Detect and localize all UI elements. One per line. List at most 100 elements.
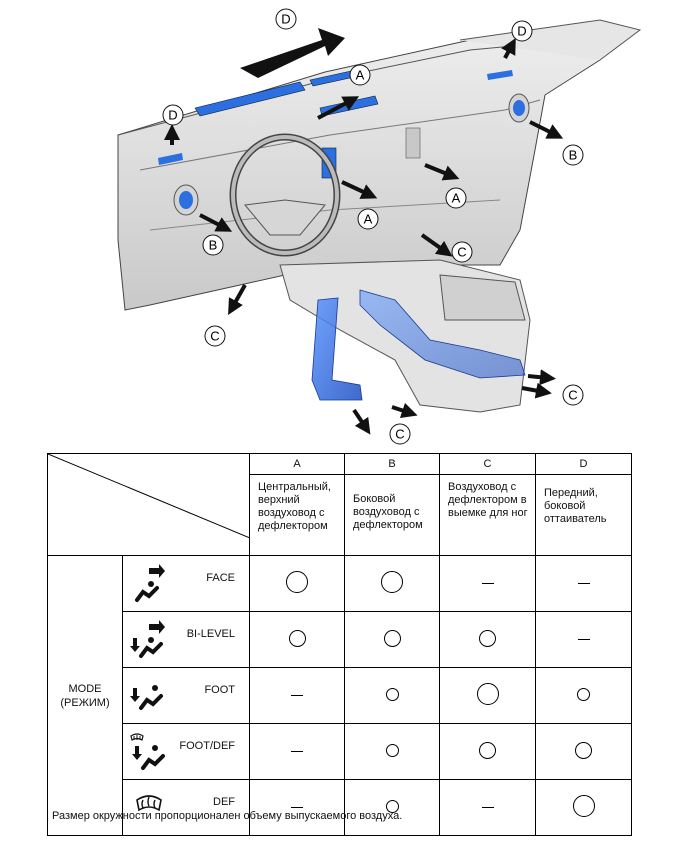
value-cell bbox=[344, 723, 440, 780]
airflow-symbol bbox=[476, 683, 499, 705]
callout-d-right: D bbox=[511, 20, 533, 42]
airflow-symbol bbox=[575, 741, 592, 759]
callout-a-center: A bbox=[357, 208, 379, 230]
value-cell bbox=[439, 779, 536, 836]
airflow-symbol bbox=[381, 571, 403, 593]
mode-label-line: MODE bbox=[68, 682, 102, 695]
value-cell bbox=[249, 611, 345, 668]
airflow-symbol bbox=[291, 695, 303, 697]
header-line: верхний bbox=[258, 494, 300, 506]
mode-cell-bi-level: BI-LEVEL bbox=[122, 611, 250, 668]
svg-text:D: D bbox=[168, 108, 177, 123]
header-line: выемке для ног bbox=[448, 507, 528, 519]
corner-diagonal bbox=[48, 454, 250, 538]
svg-text:C: C bbox=[568, 388, 577, 403]
value-cell bbox=[535, 723, 632, 780]
airflow-symbol bbox=[291, 807, 303, 809]
dashboard bbox=[117, 19, 642, 413]
column-header-description: Передний, боковой оттаиватель bbox=[535, 474, 632, 556]
header-line: Боковой bbox=[353, 493, 396, 505]
callout-d-left: D bbox=[162, 104, 184, 126]
value-cell bbox=[535, 555, 632, 612]
def-mode-icon bbox=[136, 795, 162, 812]
column-header-letter: A bbox=[249, 453, 345, 475]
airflow-symbol bbox=[479, 629, 496, 647]
callout-a-right: A bbox=[445, 187, 467, 209]
value-cell bbox=[344, 611, 440, 668]
value-cell bbox=[439, 723, 536, 780]
value-cell bbox=[344, 667, 440, 724]
column-header-description: Центральный, верхний воздуховод с дефлек… bbox=[249, 474, 345, 556]
header-line: воздуховод с bbox=[353, 506, 420, 518]
svg-text:D: D bbox=[517, 24, 526, 39]
airflow-symbol bbox=[383, 629, 401, 647]
svg-text:C: C bbox=[395, 427, 404, 442]
svg-text:A: A bbox=[356, 68, 365, 83]
column-header-description: Боковой воздуховод с дефлектором bbox=[344, 474, 440, 556]
header-line: дефлектором в bbox=[448, 494, 527, 506]
header-line: воздуховод с bbox=[258, 507, 325, 519]
header-line: оттаиватель bbox=[544, 513, 607, 525]
header-line: Передний, bbox=[544, 487, 598, 499]
svg-text:B: B bbox=[569, 148, 578, 163]
airflow-arrows bbox=[164, 37, 564, 435]
svg-text:B: B bbox=[209, 238, 218, 253]
callout-c-center: C bbox=[451, 241, 473, 263]
mode-name: FACE bbox=[206, 572, 235, 584]
airflow-symbol bbox=[577, 583, 590, 585]
value-cell bbox=[439, 667, 536, 724]
dashboard-airflow-illustration: A A A B B C C C C D D D bbox=[117, 8, 642, 445]
value-cell bbox=[535, 667, 632, 724]
svg-text:C: C bbox=[210, 329, 219, 344]
value-cell bbox=[535, 779, 632, 836]
value-cell bbox=[439, 555, 536, 612]
callout-c-rear: C bbox=[562, 384, 584, 406]
value-cell bbox=[439, 611, 536, 668]
value-cell bbox=[344, 555, 440, 612]
defroster-flow-arrow-large bbox=[240, 28, 345, 78]
airflow-symbol bbox=[288, 629, 306, 647]
column-header-letter: C bbox=[439, 453, 536, 475]
header-line: Центральный, bbox=[258, 481, 331, 493]
mode-cell-def: DEF bbox=[122, 779, 250, 836]
mode-label-line: (РЕЖИМ) bbox=[60, 696, 110, 709]
value-cell bbox=[344, 779, 440, 836]
airflow-symbol bbox=[479, 741, 496, 759]
callout-c-left: C bbox=[204, 325, 226, 347]
foot-mode-icon bbox=[130, 685, 163, 710]
airflow-symbol bbox=[385, 687, 399, 701]
airflow-symbol bbox=[385, 799, 399, 813]
svg-text:A: A bbox=[364, 212, 373, 227]
mode-cell-face: FACE bbox=[122, 555, 250, 612]
callout-b-left: B bbox=[202, 234, 224, 256]
airflow-symbol bbox=[385, 743, 399, 757]
bi-level-mode-icon bbox=[130, 620, 165, 658]
mode-cell-foot: FOOT bbox=[122, 667, 250, 724]
header-line: боковой bbox=[544, 500, 586, 512]
face-mode-icon bbox=[135, 564, 165, 602]
svg-text:C: C bbox=[457, 245, 466, 260]
mode-name: BI-LEVEL bbox=[186, 628, 235, 640]
column-header-description: Воздуховод с дефлектором в выемке для но… bbox=[439, 474, 536, 556]
value-cell bbox=[249, 555, 345, 612]
mode-group-label: MODE (РЕЖИМ) bbox=[47, 555, 123, 836]
column-header-letter: B bbox=[344, 453, 440, 475]
value-cell bbox=[249, 667, 345, 724]
callout-c-bottom: C bbox=[389, 423, 411, 445]
foot-def-mode-icon bbox=[130, 733, 165, 770]
mode-airflow-table: A B C D Центральный, верхний воздуховод … bbox=[47, 453, 632, 836]
header-line: Воздуховод с bbox=[448, 481, 517, 493]
callout-b-right: B bbox=[562, 144, 584, 166]
airflow-symbol bbox=[572, 795, 595, 817]
airflow-symbol bbox=[577, 639, 590, 641]
mode-name: FOOT bbox=[204, 684, 235, 696]
airflow-symbol bbox=[286, 571, 308, 593]
header-line: дефлектором bbox=[353, 519, 423, 531]
callout-d-top: D bbox=[275, 8, 297, 30]
airflow-symbol bbox=[291, 751, 303, 753]
value-cell bbox=[249, 779, 345, 836]
header-line: дефлектором bbox=[258, 520, 328, 532]
mode-name: DEF bbox=[213, 796, 235, 808]
airflow-symbol bbox=[481, 583, 494, 585]
svg-text:A: A bbox=[452, 191, 461, 206]
